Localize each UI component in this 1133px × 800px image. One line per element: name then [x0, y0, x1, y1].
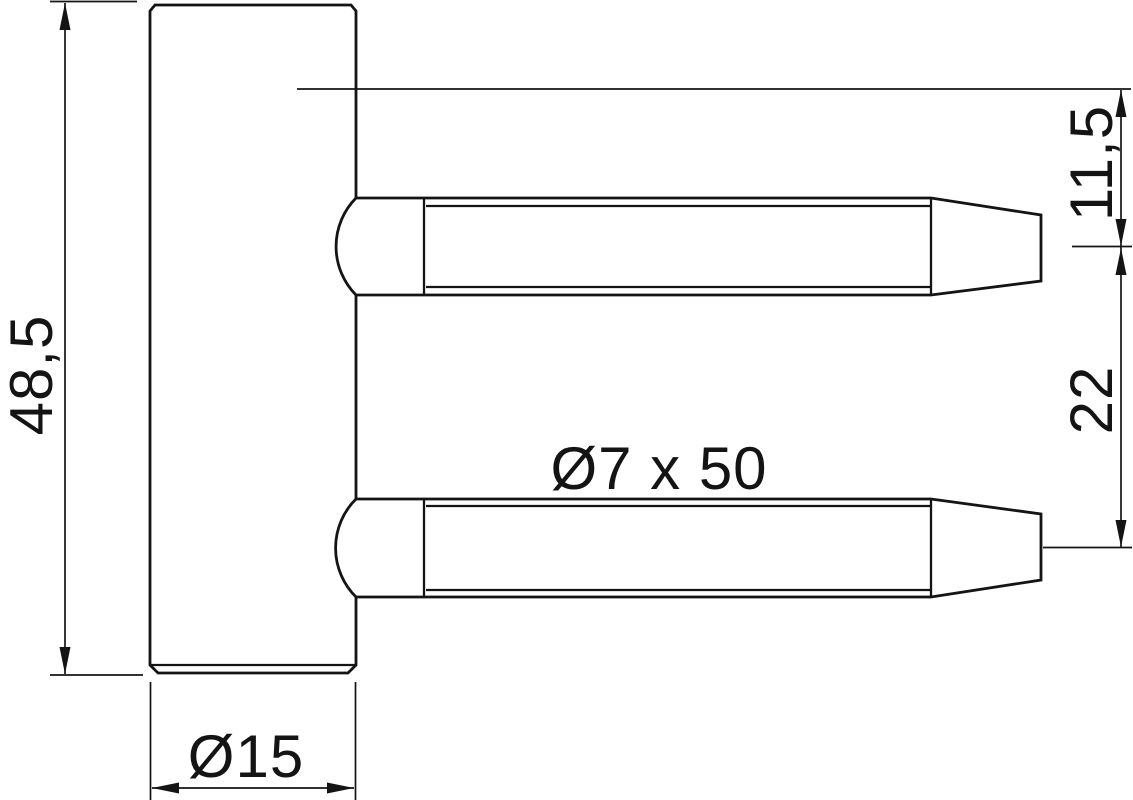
dimension-total-height: 48,5 [0, 0, 143, 676]
arrowhead-right [327, 782, 354, 794]
dimension-label-body-diameter: Ø15 [188, 723, 304, 790]
pin-bottom-detail-lines [422, 499, 933, 597]
arrowhead-down [59, 647, 71, 674]
pin-bottom [334, 497, 1043, 599]
pin-bottom-outline [334, 497, 1043, 599]
arrowhead-down [1115, 219, 1127, 246]
hinge-body [148, 3, 358, 675]
dimension-label-total-height: 48,5 [0, 315, 65, 436]
pin-top-outline [334, 196, 1043, 297]
arrowhead-left [152, 782, 179, 794]
dimension-top-offset: 11,5 [1058, 90, 1132, 248]
dimension-label-top-offset: 11,5 [1058, 105, 1125, 221]
pin-spec-label: Ø7 x 50 [550, 435, 767, 502]
arrowhead-down [1115, 520, 1127, 547]
pin-top [334, 196, 1043, 297]
arrowhead-up [1115, 248, 1127, 275]
dimension-label-pin-spacing: 22 [1058, 366, 1125, 435]
arrowhead-up [59, 3, 71, 30]
arrowhead-up [1115, 90, 1127, 117]
dimension-pin-spacing: 22 [1043, 247, 1132, 549]
dimension-body-diameter: Ø15 [149, 682, 357, 800]
hinge-body-outline [148, 3, 358, 675]
pin-top-detail-lines [422, 198, 933, 295]
